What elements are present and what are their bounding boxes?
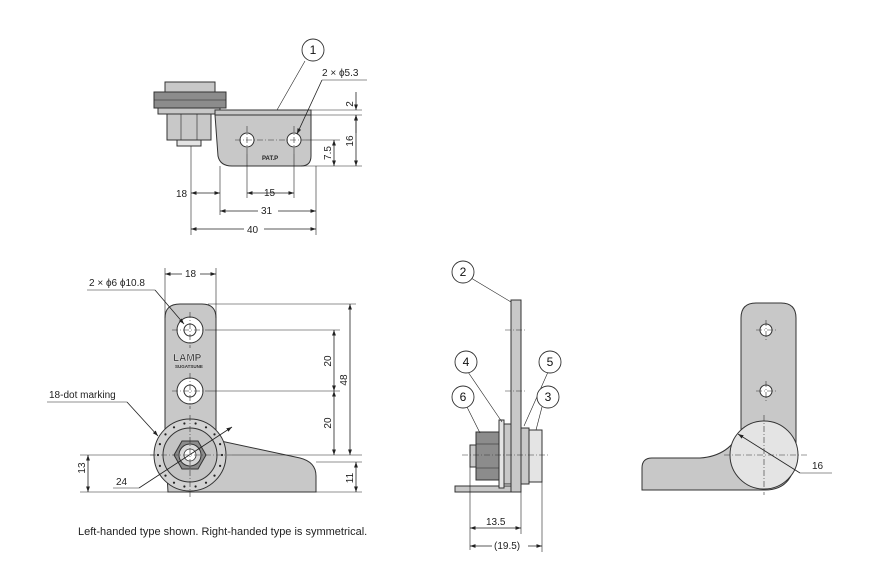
- top-view-lock-body: [153, 81, 227, 147]
- front-view-hole-lower: [172, 373, 208, 409]
- side-view-balloon-4: 4: [454, 350, 503, 423]
- svg-text:4: 4: [463, 355, 470, 369]
- svg-text:5: 5: [547, 355, 554, 369]
- svg-text:40: 40: [247, 225, 259, 236]
- svg-text:18: 18: [185, 269, 197, 280]
- marking-dot: [219, 464, 222, 467]
- top-view-hole-callout: 2 × ϕ5.3: [296, 68, 367, 135]
- side-view-dims: 13.5 (19.5): [469, 467, 543, 552]
- svg-text:20: 20: [323, 355, 334, 367]
- top-view-dim-right: 2 16 7.5: [301, 92, 362, 167]
- footnote: Left-handed type shown. Right-handed typ…: [78, 526, 367, 538]
- front-view-marking-callout: 18-dot marking: [47, 390, 159, 437]
- marking-dot: [183, 422, 186, 425]
- marking-dot: [164, 433, 167, 436]
- svg-text:11: 11: [345, 472, 356, 483]
- svg-text:13.5: 13.5: [486, 517, 506, 528]
- svg-text:2: 2: [345, 101, 356, 107]
- marking-dot: [213, 433, 216, 436]
- svg-text:16: 16: [345, 135, 356, 147]
- top-view-stamp: PAT.P: [262, 156, 278, 162]
- side-view-lock-assembly: [462, 419, 548, 489]
- front-view-hole-callout: 2 × ϕ6 ϕ10.8: [87, 278, 185, 325]
- svg-text:3: 3: [545, 390, 552, 404]
- rear-view-dim-16: 16: [737, 433, 832, 474]
- side-view-balloon-5: 5: [523, 350, 562, 427]
- svg-text:20: 20: [323, 417, 334, 429]
- marking-dot: [213, 474, 216, 477]
- marking-dot: [164, 474, 167, 477]
- svg-text:1: 1: [310, 43, 317, 57]
- marking-dot: [158, 464, 161, 467]
- top-view-balloon-1: 1: [276, 38, 325, 111]
- svg-text:2 × ϕ6 ϕ10.8: 2 × ϕ6 ϕ10.8: [89, 278, 145, 289]
- top-view-plate: PAT.P: [214, 109, 312, 167]
- marking-dot: [219, 443, 222, 446]
- svg-text:2: 2: [460, 265, 467, 279]
- side-view-balloon-3: 3: [535, 385, 560, 431]
- marking-dot: [172, 426, 176, 429]
- marking-dot: [172, 481, 176, 484]
- front-view-dim-24: 24: [113, 426, 233, 489]
- svg-text:48: 48: [339, 374, 350, 386]
- top-view-dim-bottom: 18 15 31 40: [176, 146, 317, 236]
- top-view: PAT.P 1 2 × ϕ5.3 2 16 7.5: [153, 38, 367, 236]
- rear-view-hole-upper: [756, 320, 776, 340]
- svg-text:24: 24: [116, 477, 128, 488]
- side-view-plate: [510, 299, 522, 493]
- svg-text:13: 13: [77, 462, 88, 474]
- front-view-dim-width: 18: [164, 267, 217, 318]
- svg-text:15: 15: [264, 188, 276, 199]
- side-view-balloon-2: 2: [451, 260, 512, 303]
- marking-dot: [158, 443, 161, 446]
- svg-text:31: 31: [261, 206, 273, 217]
- front-view-logo: LAMP SUGATSUNE: [173, 353, 203, 369]
- svg-text:18-dot marking: 18-dot marking: [49, 390, 116, 401]
- svg-text:18: 18: [176, 189, 188, 200]
- front-view-dim-left: 13: [77, 454, 168, 493]
- svg-text:16: 16: [812, 461, 824, 472]
- marking-dot: [194, 485, 197, 488]
- marking-dot: [204, 426, 208, 429]
- rear-view-hole-lower: [756, 381, 776, 401]
- svg-text:SUGATSUNE: SUGATSUNE: [175, 364, 203, 369]
- front-view: LAMP SUGATSUNE 2 × ϕ6 ϕ10.8 18-dot marki…: [47, 267, 362, 497]
- svg-text:6: 6: [460, 390, 467, 404]
- svg-text:LAMP: LAMP: [173, 353, 202, 364]
- front-view-dim-right: 20 20 48 11: [208, 303, 362, 493]
- marking-dot: [194, 422, 197, 425]
- side-view: 2 4 5 6 3 13.5: [451, 260, 562, 552]
- side-view-balloon-6: 6: [451, 385, 481, 434]
- marking-dot: [204, 481, 208, 484]
- marking-dot: [183, 485, 186, 488]
- rear-view: 16: [641, 302, 832, 495]
- svg-text:2 × ϕ5.3: 2 × ϕ5.3: [322, 68, 359, 79]
- svg-text:7.5: 7.5: [323, 146, 334, 160]
- svg-text:(19.5): (19.5): [494, 541, 520, 552]
